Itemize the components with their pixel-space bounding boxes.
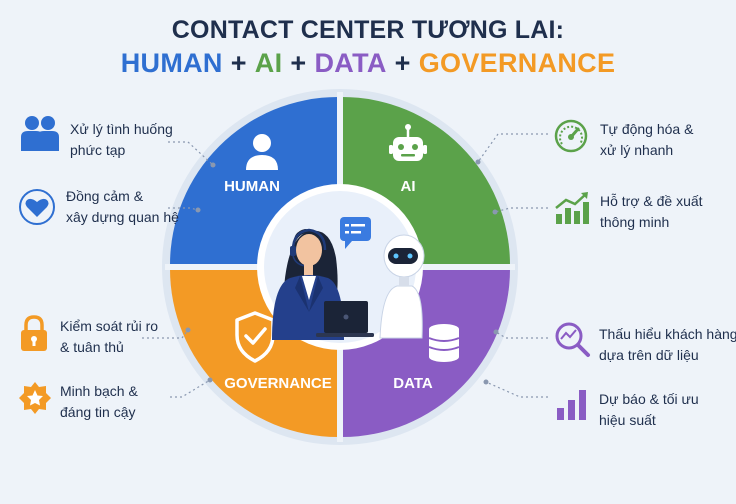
feature-risk-control: Kiểm soát rủi ro & tuân thủ	[60, 316, 158, 358]
feature-transparency: Minh bạch & đáng tin cậy	[60, 381, 138, 423]
feature-text: dựa trên dữ liệu	[599, 347, 699, 363]
chat-bubble-icon	[340, 217, 371, 249]
feature-smart-assist: Hỗ trợ & đề xuất thông minh	[600, 191, 703, 233]
lock-icon	[21, 315, 47, 351]
badge-icon	[19, 382, 51, 414]
feature-complex-cases: Xử lý tình huống phức tạp	[70, 119, 173, 161]
laptop-icon	[316, 301, 374, 337]
connector-lines	[142, 133, 548, 398]
feature-text: thông minh	[600, 214, 670, 230]
database-icon	[428, 324, 460, 362]
feature-text: phức tạp	[70, 142, 126, 158]
bar-chart-icon	[557, 390, 586, 420]
feature-text: Hỗ trợ & đề xuất	[600, 193, 703, 209]
title-plus: +	[394, 48, 411, 78]
title-line-1: CONTACT CENTER TƯƠNG LAI:	[171, 16, 565, 44]
title-human: HUMAN	[120, 48, 223, 78]
feature-text: đáng tin cậy	[60, 404, 136, 420]
quadrant-label-data: DATA	[393, 375, 433, 392]
quadrant-label-human: HUMAN	[224, 178, 280, 195]
feature-text: & tuân thủ	[60, 339, 124, 355]
feature-text: Minh bạch &	[60, 383, 138, 399]
title-ai: AI	[254, 48, 283, 78]
speedometer-icon	[554, 119, 588, 153]
feature-text: hiệu suất	[599, 412, 656, 428]
feature-text: Tự động hóa &	[600, 121, 694, 137]
heart-icon	[19, 189, 55, 225]
center-robot-icon	[379, 234, 425, 339]
title-plus: +	[290, 48, 307, 78]
feature-forecast: Dự báo & tối ưu hiệu suất	[599, 389, 699, 431]
feature-empathy: Đồng cảm & xây dựng quan hệ	[66, 186, 179, 228]
feature-text: xử lý nhanh	[600, 142, 674, 158]
title-line-2: HUMAN+AI+DATA+GOVERNANCE	[0, 48, 736, 79]
people-icon	[21, 116, 59, 151]
person-icon	[246, 134, 278, 170]
title-plus: +	[230, 48, 247, 78]
title-governance: GOVERNANCE	[418, 48, 616, 78]
feature-text: Dự báo & tối ưu	[599, 391, 699, 407]
feature-text: Thấu hiểu khách hàng	[599, 326, 736, 342]
feature-text: Kiểm soát rủi ro	[60, 318, 159, 334]
connector-dots	[185, 159, 499, 385]
title-data: DATA	[314, 48, 387, 78]
quadrant-label-ai: AI	[400, 178, 416, 195]
quadrant-label-governance: GOVERNANCE	[224, 375, 332, 392]
feature-text: Xử lý tình huống	[70, 121, 173, 137]
feature-automation: Tự động hóa & xử lý nhanh	[600, 119, 693, 161]
growth-chart-icon	[555, 192, 589, 224]
feature-text: xây dựng quan hệ	[66, 209, 179, 225]
analytics-search-icon	[555, 322, 590, 357]
robot-icon	[389, 124, 427, 161]
feature-customer-insight: Thấu hiểu khách hàng dựa trên dữ liệu	[599, 324, 736, 366]
feature-text: Đồng cảm &	[66, 188, 144, 204]
